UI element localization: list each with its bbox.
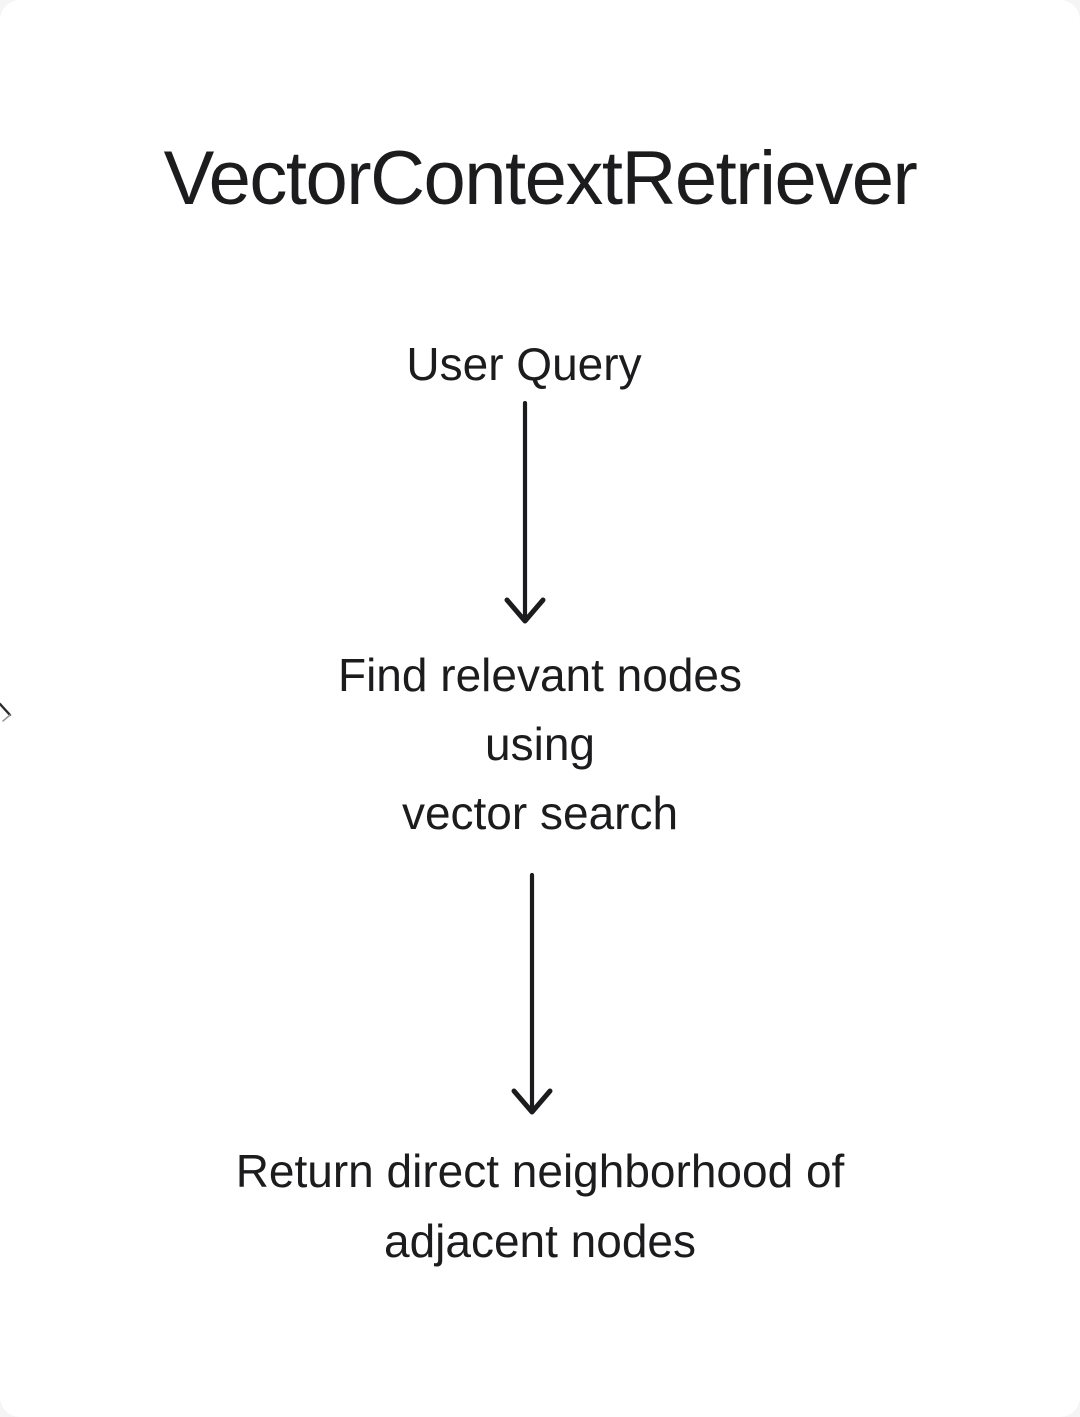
node-return-neighborhood: Return direct neighborhood of adjacent n…: [0, 1136, 1080, 1276]
arrow-down-icon: [504, 401, 546, 624]
node-return-line-2: adjacent nodes: [383, 1215, 697, 1267]
node-user-query: User Query: [0, 336, 1048, 392]
node-find-line-2: using: [485, 718, 595, 770]
node-find-line-3: vector search: [401, 787, 679, 839]
node-find-line-1: Find relevant nodes: [337, 649, 743, 701]
left-edge-artifact-mark: [0, 702, 12, 722]
node-return-line-1: Return direct neighborhood of: [235, 1145, 845, 1197]
node-find-relevant-nodes: Find relevant nodes using vector search: [0, 641, 1080, 848]
diagram-title: VectorContextRetriever: [163, 136, 918, 221]
arrow-down-icon: [511, 872, 553, 1115]
node-user-query-label: User Query: [406, 338, 642, 390]
